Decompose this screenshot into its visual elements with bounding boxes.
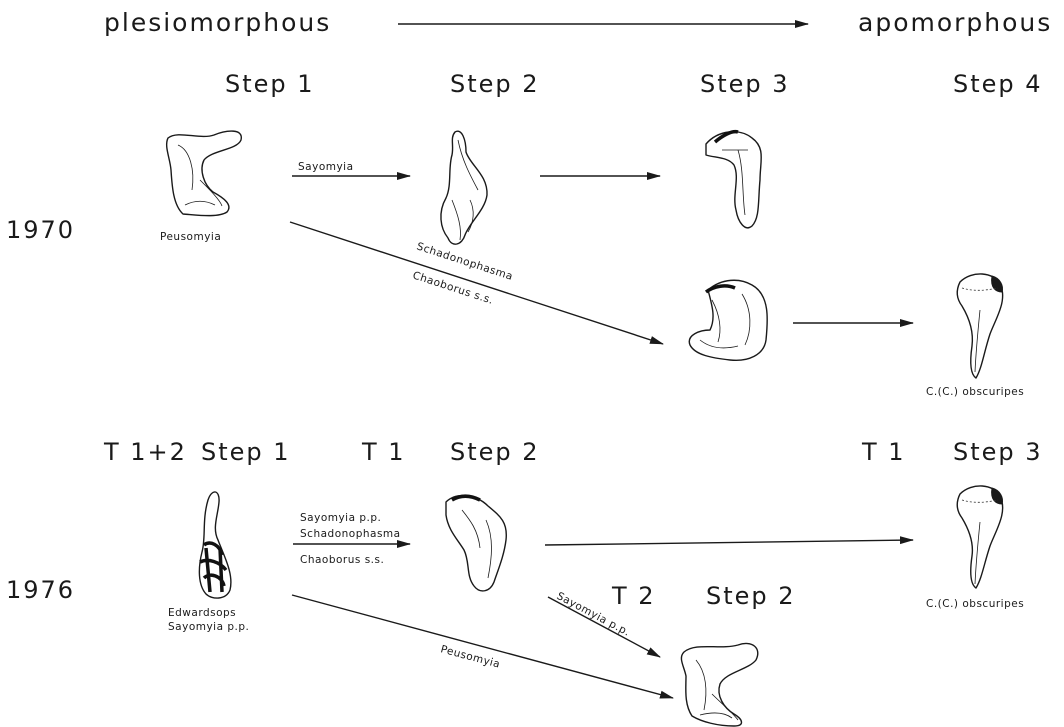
t1-label-b-1976: T 1 [861, 438, 906, 466]
specimen-edwardsops-1976 [199, 492, 231, 598]
specimen-step3-lower-1970 [689, 280, 767, 360]
step3-heading-1976: Step 3 [953, 438, 1043, 466]
arrow-step2-step3-1976 [545, 540, 913, 545]
t2-label-1976: T 2 [611, 582, 656, 610]
taxon-peusomyia-1970: Peusomyia [160, 231, 221, 243]
arrow-label-sayomyia-pp-1976: Sayomyia p.p. [300, 512, 381, 524]
step3-heading-1970: Step 3 [700, 70, 790, 98]
specimen-peusomyia-1970 [167, 131, 242, 216]
year-1970-label: 1970 [6, 216, 75, 244]
step4-heading-1970: Step 4 [953, 70, 1043, 98]
arrow-label-sayomyia-1970: Sayomyia [298, 161, 354, 173]
taxon-edwardsops-1976: Edwardsops [168, 607, 236, 619]
arrow-label-chaoborus-1976: Chaoborus s.s. [300, 554, 384, 566]
specimen-obscuripes-1976 [957, 486, 1002, 588]
step2-b-heading-1976: Step 2 [706, 582, 796, 610]
year-1976-label: 1976 [6, 576, 75, 604]
specimen-step3-1970 [706, 132, 761, 228]
arrow-peusomyia-t2-1976 [292, 595, 673, 698]
step2-heading-1976: Step 2 [450, 438, 540, 466]
plesiomorphous-label: plesiomorphous [104, 8, 331, 37]
step1-heading-1970: Step 1 [225, 70, 315, 98]
taxon-obscuripes-1976: C.(C.) obscuripes [926, 598, 1024, 610]
taxon-sayomyia-pp-1976: Sayomyia p.p. [168, 621, 249, 633]
t1-label-a-1976: T 1 [361, 438, 406, 466]
specimen-step2-1976 [446, 496, 506, 591]
taxon-obscuripes-1970: C.(C.) obscuripes [926, 386, 1024, 398]
arrow-label-schadonophasma-1976: Schadonophasma [300, 528, 401, 540]
specimen-obscuripes-1970 [957, 274, 1002, 378]
step2-heading-1970: Step 2 [450, 70, 540, 98]
t12-label-1976: T 1+2 [103, 438, 187, 466]
arrow-step1-step3-lower-1970 [290, 222, 663, 344]
arrow-label-diag-peusomyia-1976: Peusomyia [439, 643, 501, 670]
specimen-t2-step2-1976 [681, 643, 757, 726]
step1-heading-1976: Step 1 [201, 438, 291, 466]
apomorphous-label: apomorphous [858, 8, 1052, 37]
specimen-step2-1970 [441, 131, 487, 244]
